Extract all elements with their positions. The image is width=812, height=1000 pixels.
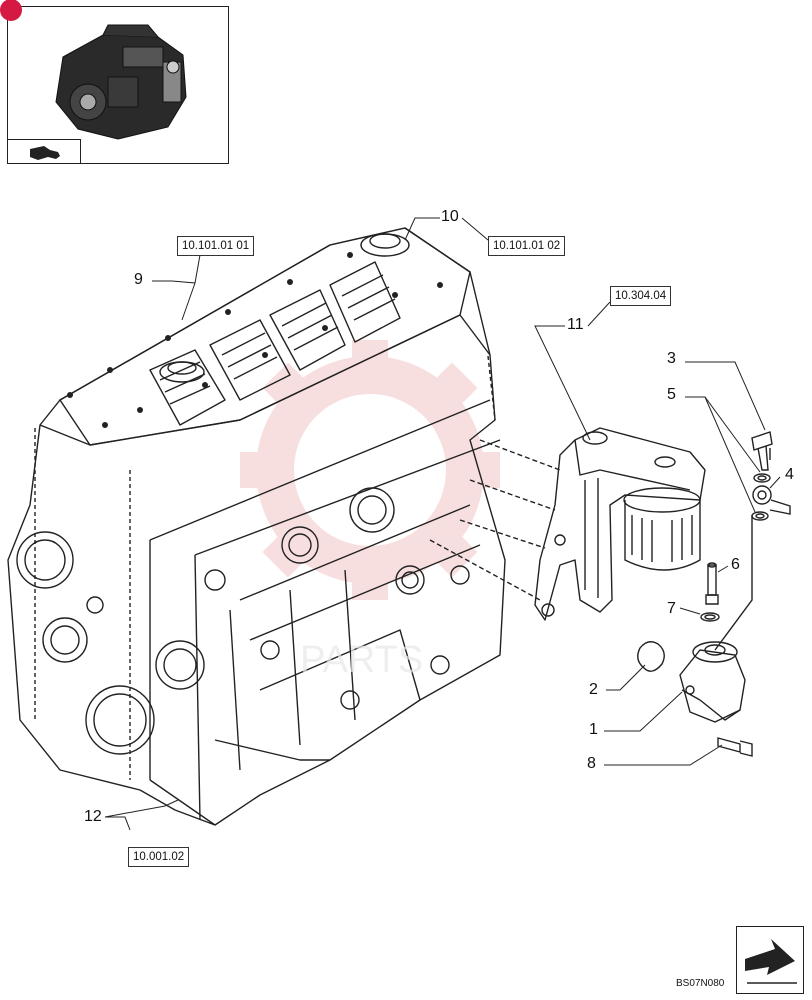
document-code: BS07N080 <box>676 978 725 989</box>
leader-lines <box>104 217 781 831</box>
callout-12: 12 <box>84 808 102 825</box>
ref-10-101-01-01[interactable]: 10.101.01 01 <box>177 236 255 256</box>
ref-10-101-01-02[interactable]: 10.101.01 02 <box>488 236 566 256</box>
ref-10-304-04[interactable]: 10.304.04 <box>610 286 672 306</box>
engine-thumbnail-icon <box>55 24 187 140</box>
next-page-button[interactable] <box>736 926 804 994</box>
back-button[interactable] <box>7 139 81 164</box>
back-arrow-icon <box>30 146 60 160</box>
ref-10-001-02[interactable]: 10.001.02 <box>128 847 190 867</box>
callout-4: 4 <box>785 466 794 483</box>
callout-6: 6 <box>731 556 740 573</box>
callout-10: 10 <box>441 208 459 225</box>
badge-icon <box>0 0 22 21</box>
callout-7: 7 <box>667 600 676 617</box>
fittings <box>637 431 791 757</box>
oil-filter-bracket <box>429 427 706 621</box>
callout-3: 3 <box>667 350 676 367</box>
callout-11: 11 <box>567 316 584 333</box>
next-page-arrow-icon <box>745 939 797 984</box>
callout-5: 5 <box>667 386 676 403</box>
engine-thumbnail-panel[interactable] <box>0 0 229 164</box>
callout-9: 9 <box>134 271 143 288</box>
callout-1: 1 <box>589 721 598 738</box>
engine-block <box>7 227 506 826</box>
callout-8: 8 <box>587 755 596 772</box>
callout-2: 2 <box>589 681 598 698</box>
watermark-text: PARTS <box>300 639 423 681</box>
watermark-gear-icon <box>240 340 500 600</box>
